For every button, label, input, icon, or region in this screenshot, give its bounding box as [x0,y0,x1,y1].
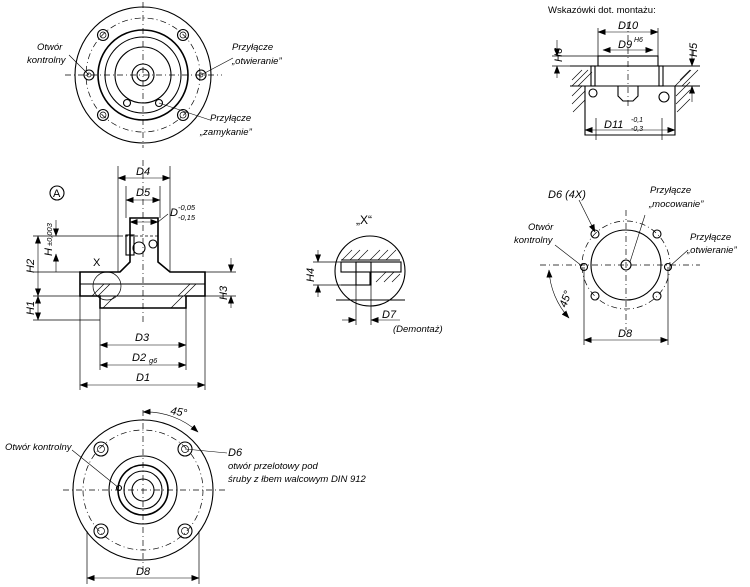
detail-x: „X“ H4 D7 (Demontaż) [305,213,443,335]
label-otwieranie-2: „otwieranie” [686,245,737,256]
dim-d9-tol: H6 [634,37,643,44]
label-otwor-kontrolny: Otwór kontrolny [5,442,73,453]
label-d6-desc-2: śruby z łbem walcowym DIN 912 [228,474,367,485]
dim-h-tol: ±0,003 [45,222,54,246]
mounting-section: Wskazówki dot. montażu: D10 D9 [548,5,700,140]
dim-h: H [43,248,55,256]
dim-h5: H5 [688,42,700,57]
dim-d-tol-up: -0,05 [178,203,196,212]
label-otwor: Otwór [37,42,63,53]
dim-h6: H6 [553,47,565,62]
label-kontrolny: kontrolny [27,55,67,66]
label-mocowanie: „mocowanie” [648,199,704,210]
dim-d6-4x: D6 (4X) [548,189,586,201]
dim-d1: D1 [136,372,150,384]
dim-d10: D10 [618,20,639,32]
dim-h1: H1 [25,301,37,315]
dim-d7: D7 [382,309,397,321]
label-przylacze-4: Przyłącze [690,232,731,243]
dim-angle-45-b: 45° [169,405,188,420]
label-demontaz: (Demontaż) [393,324,443,335]
view-marker-a: A [53,188,61,200]
label-przylacze-1: Przyłącze [232,42,273,53]
dim-d5: D5 [136,187,151,199]
label-detail-x: „X“ [356,213,372,227]
dim-angle-45-a: 45° [558,289,575,309]
label-zamykanie: „zamykanie” [199,127,253,138]
dim-d: D [170,207,178,219]
dim-d-tol-lo: -0,15 [178,213,196,222]
dim-d2: D2 [132,352,146,364]
dim-d6: D6 [228,447,243,459]
dim-d11-tol-lo: -0,3 [631,126,643,133]
dim-d9: D9 [618,39,632,51]
bolt-holes [96,28,190,122]
dim-d11-tol-up: -0,1 [631,117,643,124]
hole-pattern: D6 (4X) Otwór kontrolny Przyłącze „mocow… [514,185,737,345]
bottom-view: Otwór kontrolny D6 otwór przelotowy pod … [5,405,367,584]
dim-h2: H2 [25,259,37,273]
top-view: Otwór kontrolny Przyłącze „otwieranie” P… [27,2,282,148]
label-d6-desc-1: otwór przelotowy pod [228,461,318,472]
label-wskazowki: Wskazówki dot. montażu: [548,5,656,16]
dim-d11: D11 [604,119,623,131]
label-kontrolny-2: kontrolny [514,235,554,246]
dim-d4: D4 [136,166,150,178]
dim-d2-tol: g6 [149,356,158,365]
bottom-bolt-holes [93,441,193,539]
label-przylacze-3: Przyłącze [650,185,691,196]
side-section: A X D4 D5 D -0,05 -0,15 [25,160,236,390]
dim-h3: H3 [218,285,230,300]
label-otwieranie-1: „otwieranie” [231,56,282,67]
label-x: X [93,257,101,269]
label-otwor-2: Otwór [528,222,554,233]
dim-h4: H4 [305,268,317,282]
dim-d3: D3 [135,332,150,344]
dim-d8-b: D8 [136,566,151,578]
label-przylacze-2: Przyłącze [210,113,251,124]
dim-d8-a: D8 [618,328,633,340]
